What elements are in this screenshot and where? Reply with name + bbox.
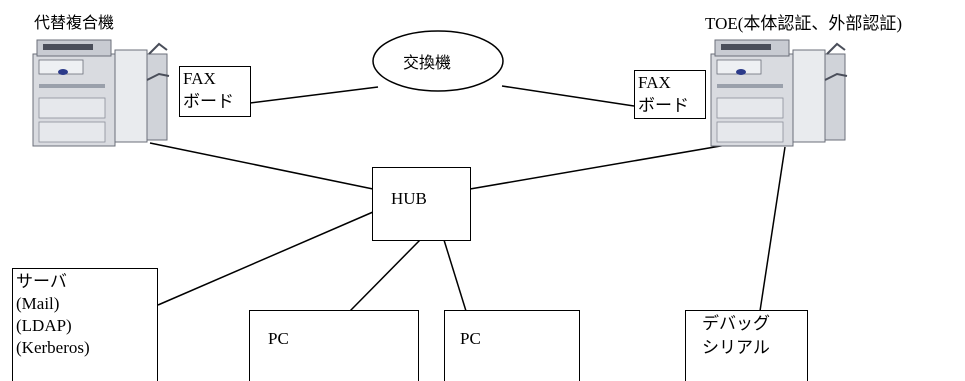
link-exchange-faxright: [501, 85, 635, 107]
pc2-label: PC: [460, 329, 481, 348]
link-hub-pc1: [349, 239, 421, 312]
link-toe-hub: [469, 142, 739, 190]
pc1-label: PC: [268, 329, 289, 348]
fax-board-left: FAX ボード: [179, 66, 251, 117]
exchange-label: 交換機: [403, 53, 452, 72]
fax-board-right: FAX ボード: [634, 70, 706, 119]
fax-left-line1: FAX: [183, 69, 216, 88]
fax-right-line2: ボード: [638, 96, 689, 115]
hub-box: HUB: [372, 167, 471, 241]
exchange-shape: [372, 30, 504, 92]
alt-mfp-icon: [32, 39, 170, 147]
fax-left-line2: ボード: [183, 92, 234, 111]
link-hub-server: [157, 211, 374, 306]
connection-lines: [149, 85, 786, 312]
server-line1: サーバ: [16, 272, 67, 291]
pc-box-1: PC: [249, 310, 419, 381]
hub-label: HUB: [391, 189, 427, 208]
server-line4: (Kerberos): [16, 338, 90, 357]
link-altmfp-hub: [149, 142, 374, 190]
debug-line1: デバッグ: [702, 314, 770, 333]
link-hub-pc2: [443, 239, 467, 312]
toe-label: TOE(本体認証、外部認証): [705, 14, 903, 33]
pc-box-2: PC: [444, 310, 580, 381]
link-toe-debug: [759, 146, 786, 312]
debug-line2: シリアル: [702, 338, 770, 357]
server-line3: (LDAP): [16, 316, 72, 335]
alt-mfp-label: 代替複合機: [34, 13, 115, 32]
link-faxleft-exchange: [249, 86, 379, 104]
fax-right-line1: FAX: [638, 73, 671, 92]
server-box: サーバ (Mail) (LDAP) (Kerberos): [12, 268, 158, 381]
debug-serial-box: デバッグ シリアル: [685, 310, 808, 381]
toe-mfp-icon: [710, 39, 848, 147]
server-line2: (Mail): [16, 294, 60, 313]
